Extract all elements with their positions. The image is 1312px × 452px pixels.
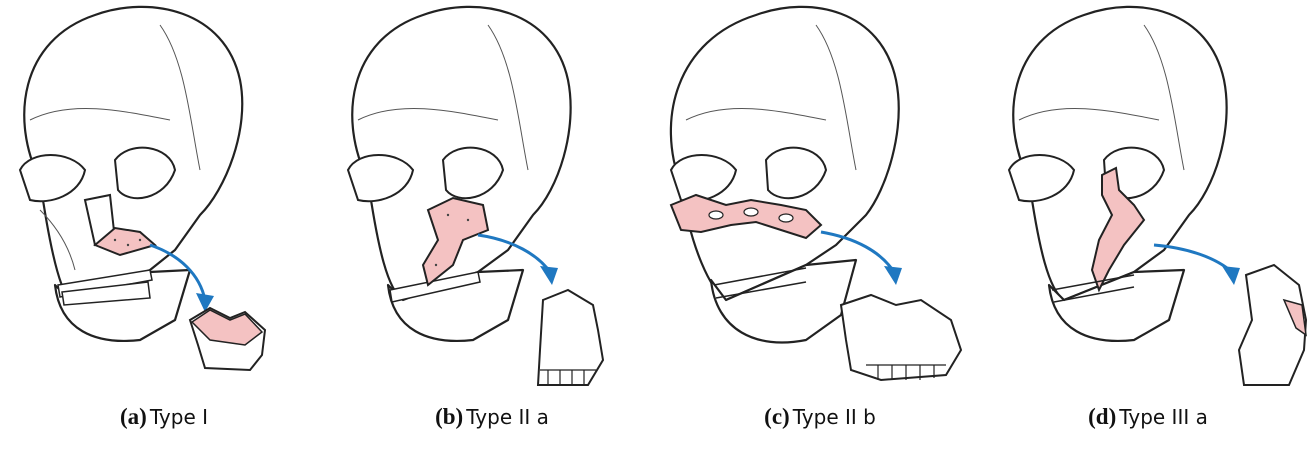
caption-label: Type III a [1119,405,1208,429]
caption-letter: (b) [435,404,463,429]
caption-label: Type I [150,405,208,429]
panel-type-ii-a: (b)Type II a [328,0,656,452]
panel-type-ii-b: (c)Type II b [656,0,984,452]
fractured-fragment [841,295,961,380]
caption-letter: (a) [120,404,147,429]
caption-label: Type II b [793,405,876,429]
skull-illustration-type-iii-a [984,0,1312,400]
caption-label: Type II a [466,405,549,429]
caption-type-i: (a)Type I [0,404,328,430]
skull-illustration-type-ii-b [656,0,984,400]
caption-type-ii-a: (b)Type II a [328,404,656,430]
caption-type-iii-a: (d)Type III a [984,404,1312,430]
panel-type-i: (a)Type I [0,0,328,452]
skull-illustration-type-i [0,0,328,400]
caption-letter: (c) [764,404,790,429]
panel-type-iii-a: (d)Type III a [984,0,1312,452]
caption-type-ii-b: (c)Type II b [656,404,984,430]
skull-illustration-type-ii-a [328,0,656,400]
caption-letter: (d) [1088,404,1116,429]
